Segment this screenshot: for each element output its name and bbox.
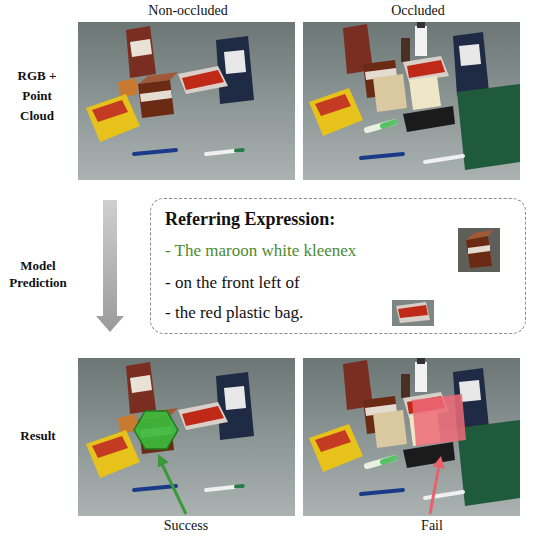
kleenex-thumbnail-box <box>466 236 492 268</box>
success-highlight <box>134 411 178 449</box>
kleenex-thumbnail-band <box>468 245 490 254</box>
bag-thumbnail-bag <box>396 302 430 323</box>
expression-box: Referring Expression: - The maroon white … <box>150 198 526 334</box>
fail-highlight <box>412 394 466 446</box>
result-label: Success <box>136 517 236 535</box>
row-label: Result <box>2 428 74 445</box>
success-pointer-head <box>158 454 169 467</box>
box-heading: Referring Expression: <box>165 209 335 230</box>
row-label: RGB + Point Cloud <box>8 66 66 126</box>
expression-line: - The maroon white kleenex <box>165 241 356 261</box>
expression-line: - the red plastic bag. <box>165 303 303 323</box>
expression-line: - on the front left of <box>165 273 300 293</box>
bag-thumbnail-bag <box>396 302 430 323</box>
result-label: Fail <box>382 517 482 535</box>
bag-thumbnail <box>392 300 434 326</box>
result-photo <box>78 358 295 516</box>
kleenex-thumbnail <box>458 228 500 272</box>
kleenex-thumbnail-top <box>466 230 494 240</box>
result-photo <box>303 358 520 516</box>
bag-thumbnail <box>392 300 434 326</box>
kleenex-thumbnail <box>458 228 500 272</box>
row-label: Model Prediction <box>2 258 74 292</box>
bag-thumbnail-band <box>398 305 428 318</box>
rgb-photo <box>78 22 295 180</box>
column-header: Non-occluded <box>88 2 288 20</box>
success-pointer <box>162 464 186 514</box>
rgb-photo <box>303 22 520 180</box>
kleenex-thumbnail-top <box>466 230 494 240</box>
kleenex-thumbnail-box <box>466 236 492 268</box>
column-header: Occluded <box>318 2 518 20</box>
fail-pointer <box>430 466 439 514</box>
kleenex-thumbnail-band <box>468 245 490 254</box>
flow-arrow <box>96 200 124 332</box>
bag-thumbnail-band <box>398 305 428 318</box>
fail-pointer-head <box>433 456 445 469</box>
